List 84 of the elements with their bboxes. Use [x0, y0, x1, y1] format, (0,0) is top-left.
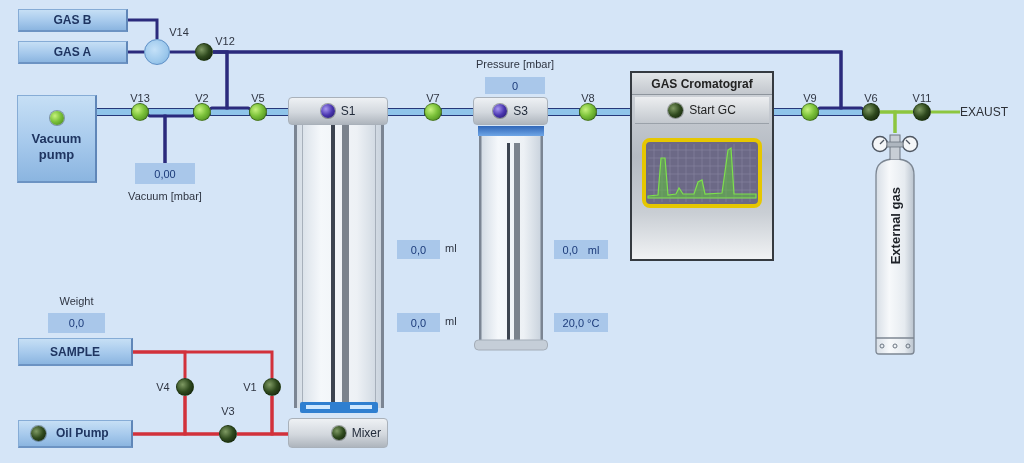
- readout-value: 0,0: [410, 243, 427, 256]
- pipe: [893, 110, 913, 133]
- pump-panel: [17, 95, 97, 183]
- source-button: GAS B: [18, 9, 128, 32]
- vessel-cap: [288, 418, 388, 448]
- valve-label: V14: [168, 25, 190, 39]
- pipe: [388, 109, 424, 115]
- valve: [801, 103, 819, 121]
- pipe: [133, 350, 274, 378]
- pipe: [128, 18, 159, 39]
- pipe: [163, 113, 194, 163]
- valve: [862, 103, 880, 121]
- vessel-label: S3: [513, 104, 528, 118]
- valve-label: V7: [425, 91, 441, 105]
- pipe: [819, 109, 862, 115]
- pipe: [931, 110, 960, 114]
- pipe: [128, 50, 144, 54]
- pump-panel: [18, 420, 133, 448]
- valve-label: V13: [129, 91, 151, 105]
- pipe: [774, 109, 801, 115]
- readout-caption: Weight: [58, 294, 95, 308]
- readout-display: [48, 313, 105, 333]
- readout-value: 0,0: [562, 243, 578, 256]
- pipe: [170, 50, 195, 54]
- cylinder-label: External gas: [887, 187, 903, 265]
- valve: [424, 103, 442, 121]
- vessel-label: Mixer: [351, 426, 381, 440]
- pipe: [267, 109, 288, 115]
- valve-label: V4: [155, 380, 171, 394]
- readout-value: 0,0: [410, 316, 427, 329]
- valve-label: V3: [220, 404, 236, 418]
- readout-display: [397, 313, 440, 332]
- vessel-label: S1: [340, 104, 356, 118]
- valve: [176, 378, 194, 396]
- source-button: SAMPLE: [18, 338, 133, 366]
- valve-label: V9: [802, 91, 818, 105]
- pipe: [597, 109, 630, 115]
- readout-display: [554, 240, 608, 259]
- valve-label: V11: [911, 91, 933, 105]
- valve-label: V8: [580, 91, 596, 105]
- chromatograph-panel: [630, 71, 774, 261]
- valve: [193, 103, 211, 121]
- valve: [913, 103, 931, 121]
- panel-title: GAS Cromatograf: [632, 73, 772, 95]
- pump-label: Vacuum pump: [30, 130, 83, 163]
- unit-label: ml: [587, 243, 600, 256]
- readout-value: 0,00: [154, 167, 176, 180]
- pipe: [211, 109, 249, 115]
- outlet-label: EXAUST: [960, 103, 1018, 121]
- readout-value: 0: [511, 79, 519, 92]
- vessel-cap: [288, 97, 388, 125]
- valve: [579, 103, 597, 121]
- valve: [144, 39, 170, 65]
- pipe: [97, 109, 131, 115]
- valve: [249, 103, 267, 121]
- vessel-cap: [473, 97, 548, 125]
- valve: [131, 103, 149, 121]
- readout-display: [135, 163, 195, 184]
- unit-label: ml: [445, 314, 458, 328]
- pipe: [133, 432, 219, 436]
- unit-label: ml: [445, 241, 458, 255]
- source-button: GAS A: [18, 41, 128, 64]
- valve-label: V12: [214, 34, 236, 48]
- valve: [263, 378, 281, 396]
- valve: [195, 43, 213, 61]
- readout-caption: Vacuum [mbar]: [127, 189, 203, 203]
- pump-label: Oil Pump: [56, 426, 109, 441]
- valve-label: V6: [863, 91, 879, 105]
- valve-label: V1: [242, 380, 258, 394]
- readout-display: [485, 77, 545, 94]
- pipe: [237, 432, 288, 436]
- readout-caption: Pressure [mbar]: [474, 57, 556, 71]
- pipe: [548, 109, 579, 115]
- valve: [219, 425, 237, 443]
- readout-value: 20,0 °C: [562, 316, 600, 329]
- start-button: Start GC: [635, 97, 769, 124]
- readout-value: 0,0: [68, 317, 85, 329]
- pipe: [442, 109, 473, 115]
- valve-label: V2: [194, 91, 210, 105]
- readout-display: [397, 240, 440, 259]
- gas-cylinder: [870, 133, 920, 355]
- pipe: [149, 109, 193, 115]
- valve-label: V5: [250, 91, 266, 105]
- readout-display: [554, 313, 608, 332]
